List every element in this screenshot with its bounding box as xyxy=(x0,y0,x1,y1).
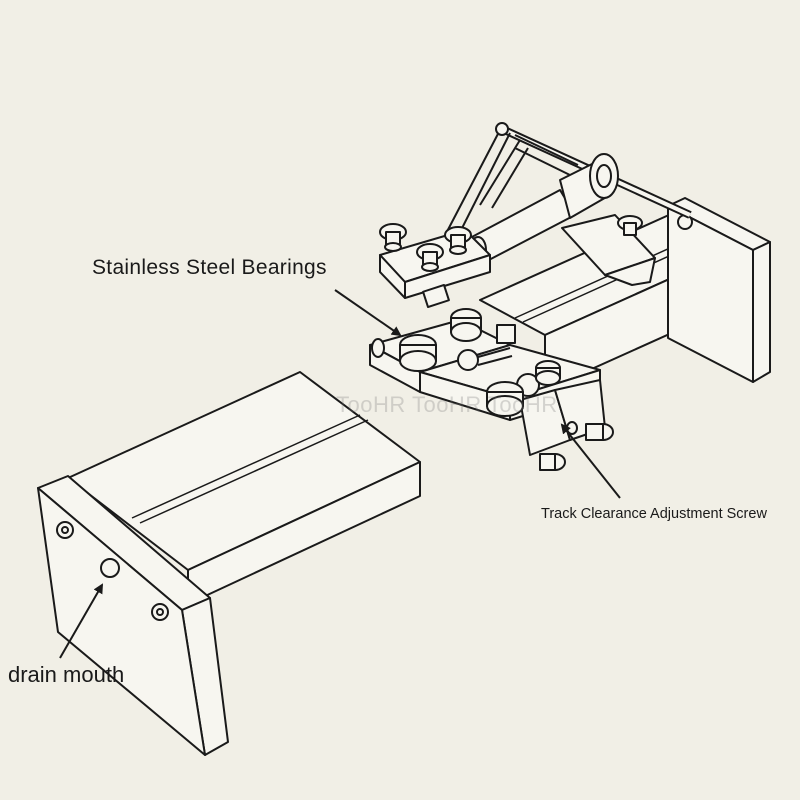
callout-arrows xyxy=(59,289,621,659)
track-clearance-screw-label: Track Clearance Adjustment Screw xyxy=(541,506,767,522)
bearing-knobs xyxy=(371,215,643,471)
right-end-plate xyxy=(667,197,771,383)
left-end-plate xyxy=(37,475,229,756)
stainless-steel-bearings-label: Stainless Steel Bearings xyxy=(92,256,327,279)
tension-frame xyxy=(439,122,692,286)
drain-mouth-label: drain mouth xyxy=(8,662,125,687)
watermark: TooHR TooHR TooHR xyxy=(336,392,558,417)
left-base-rail xyxy=(67,371,421,605)
